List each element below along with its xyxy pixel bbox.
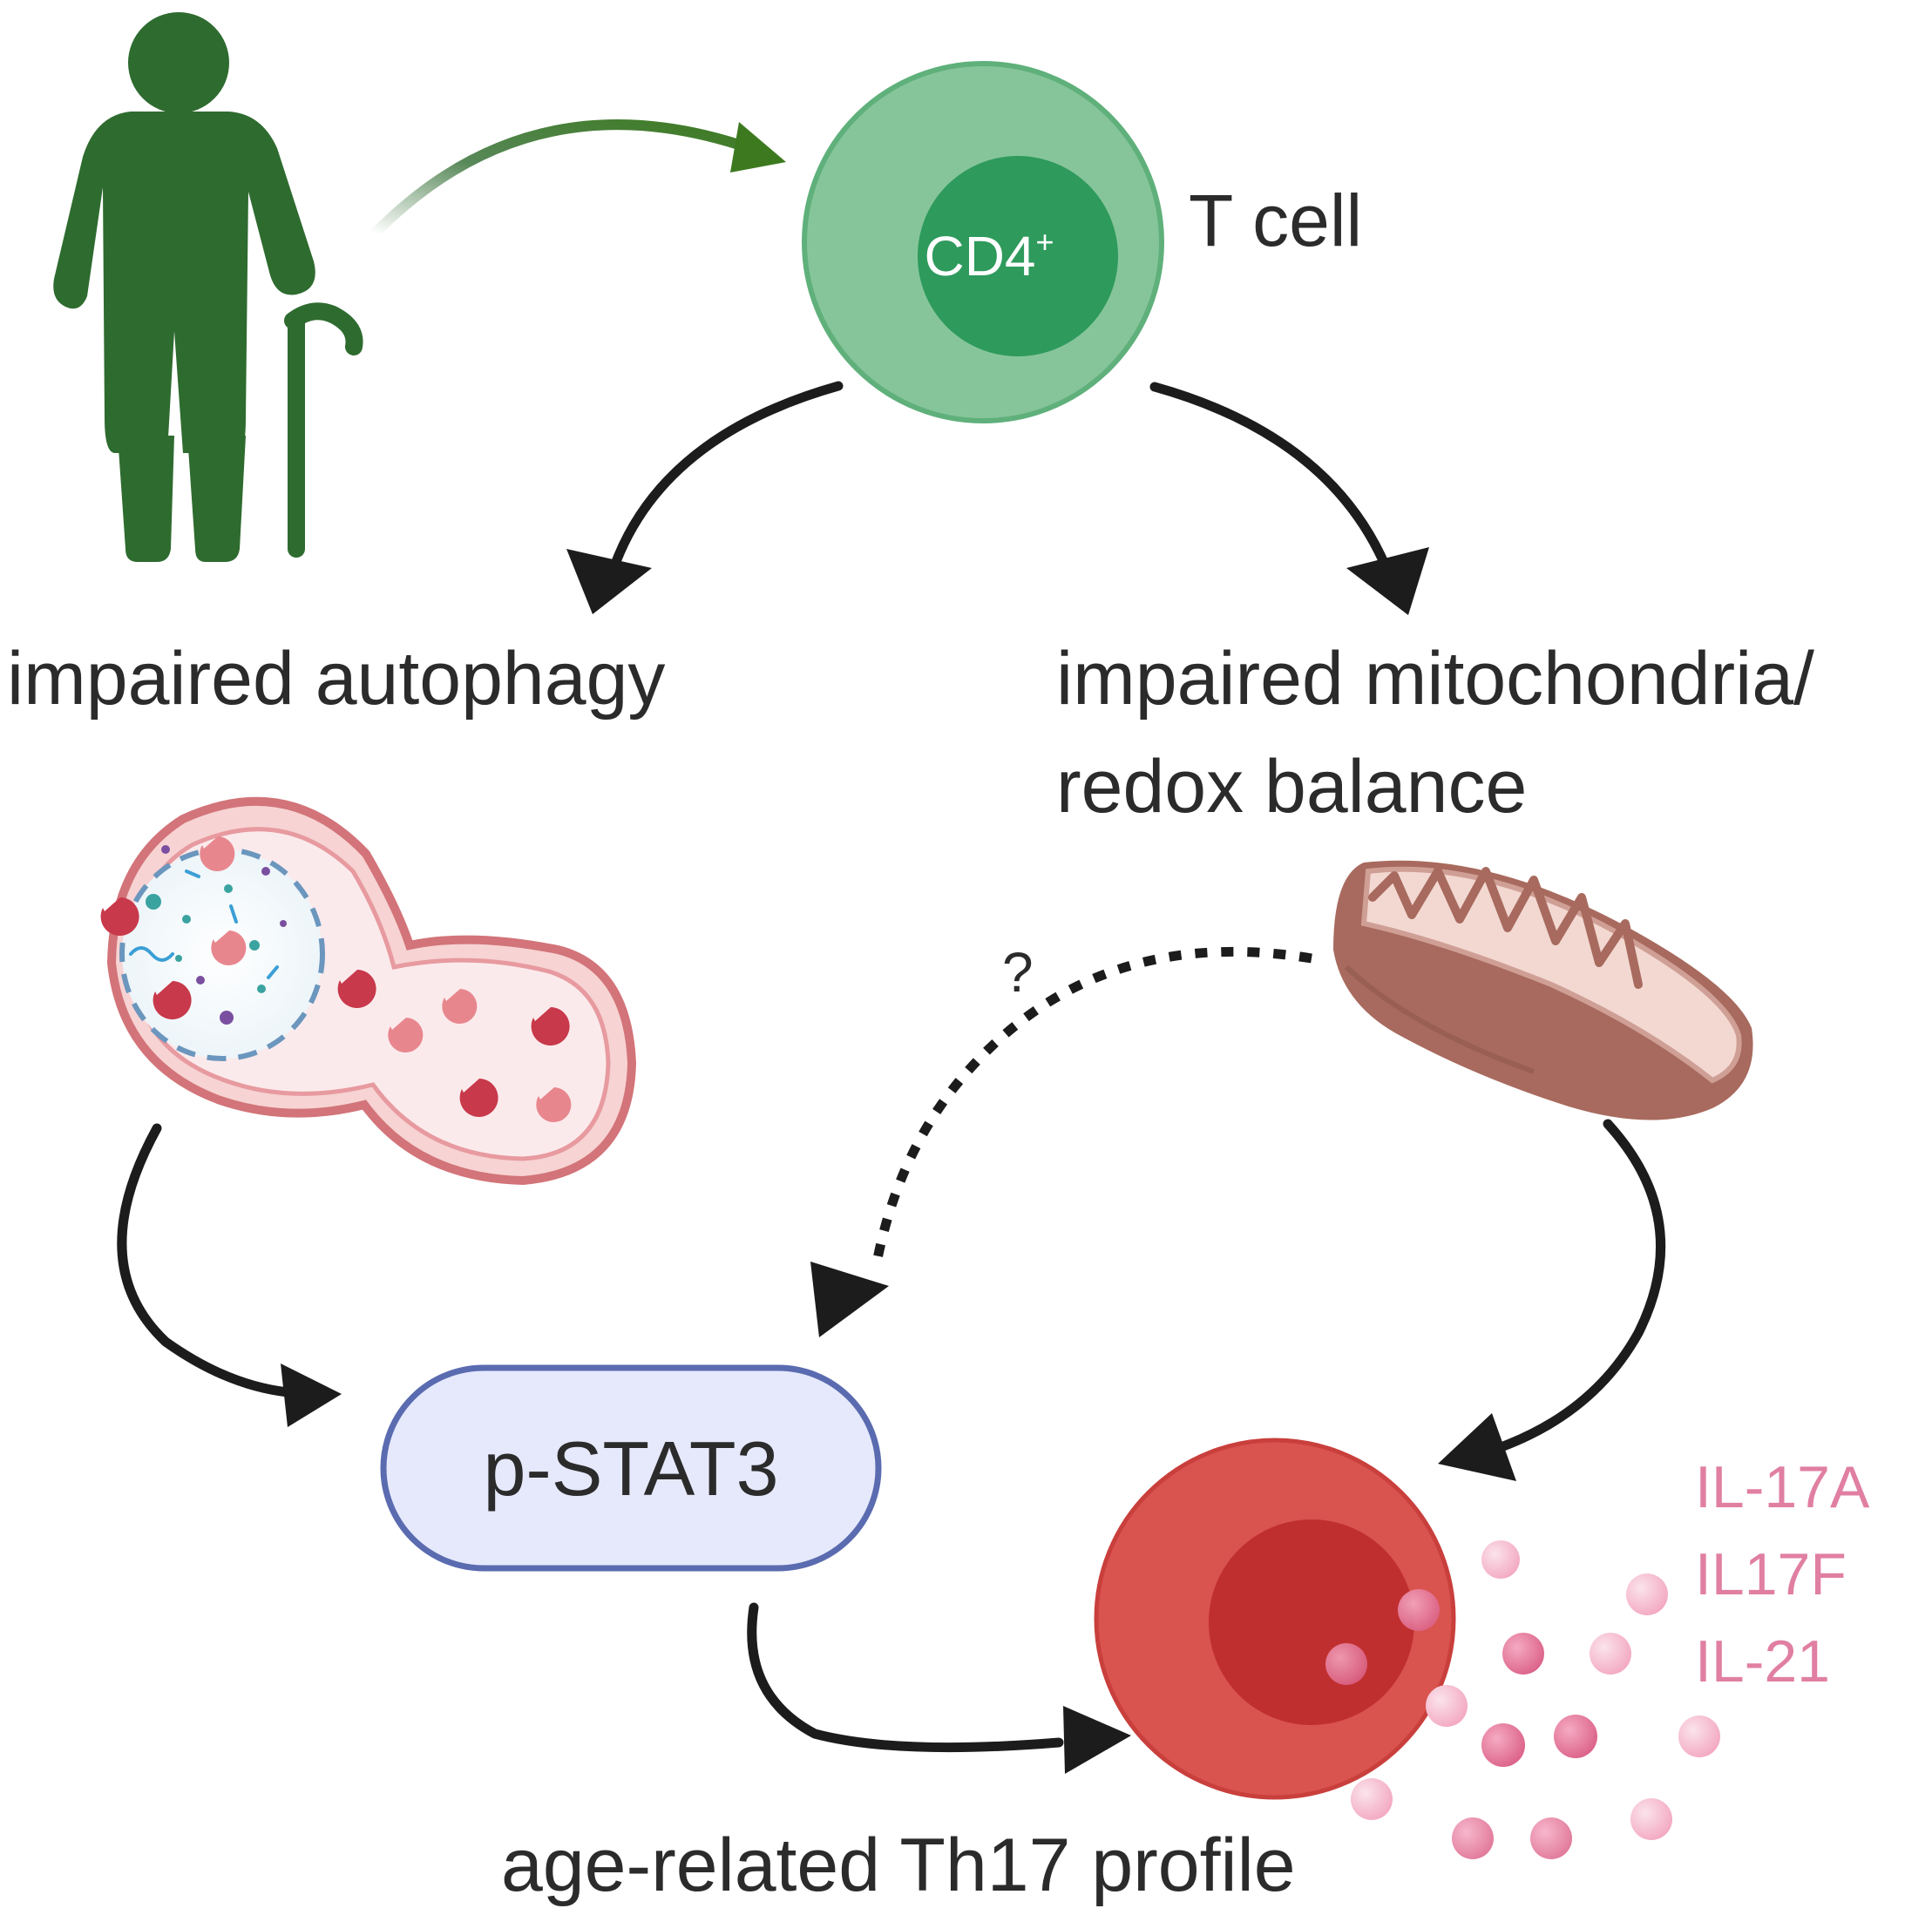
- cytokine-particles-icon: [1325, 1540, 1720, 1859]
- autophagosome-icon: [100, 796, 637, 1186]
- cytokine-il17a-label: IL-17A: [1695, 1454, 1870, 1520]
- mitochondria-to-th17-arrow: [1438, 1119, 1666, 1481]
- question-mark-label: ?: [1002, 941, 1034, 1004]
- mitochondrion-icon: [1333, 860, 1753, 1120]
- pstat3-node: p-STAT3: [380, 1364, 882, 1572]
- t-cell-icon: CD4+: [802, 61, 1164, 423]
- impaired-mitochondria-label: impaired mitochondria/: [1056, 637, 1814, 721]
- tcell-to-autophagy-arrow: [566, 381, 844, 614]
- th17-profile-label: age-related Th17 profile: [501, 1824, 1296, 1907]
- cytokine-il21-label: IL-21: [1695, 1628, 1830, 1695]
- cytokine-il17f-label: IL17F: [1695, 1541, 1847, 1607]
- elderly-person-icon: [53, 12, 363, 562]
- uncertain-mito-to-pstat3-arrow: [810, 946, 1312, 1337]
- pstat3-label: p-STAT3: [483, 1425, 778, 1512]
- t-cell-label: T cell: [1189, 179, 1362, 261]
- tcell-to-mitochondria-arrow: [1149, 382, 1429, 615]
- autophagy-to-pstat3-arrow: [117, 1123, 342, 1427]
- cd4-label: CD4+: [924, 224, 1054, 288]
- aging-to-tcell-arrow: [369, 119, 786, 239]
- redox-balance-label: redox balance: [1056, 745, 1527, 829]
- pstat3-to-th17-arrow: [747, 1602, 1131, 1774]
- impaired-autophagy-label: impaired autophagy: [7, 637, 665, 721]
